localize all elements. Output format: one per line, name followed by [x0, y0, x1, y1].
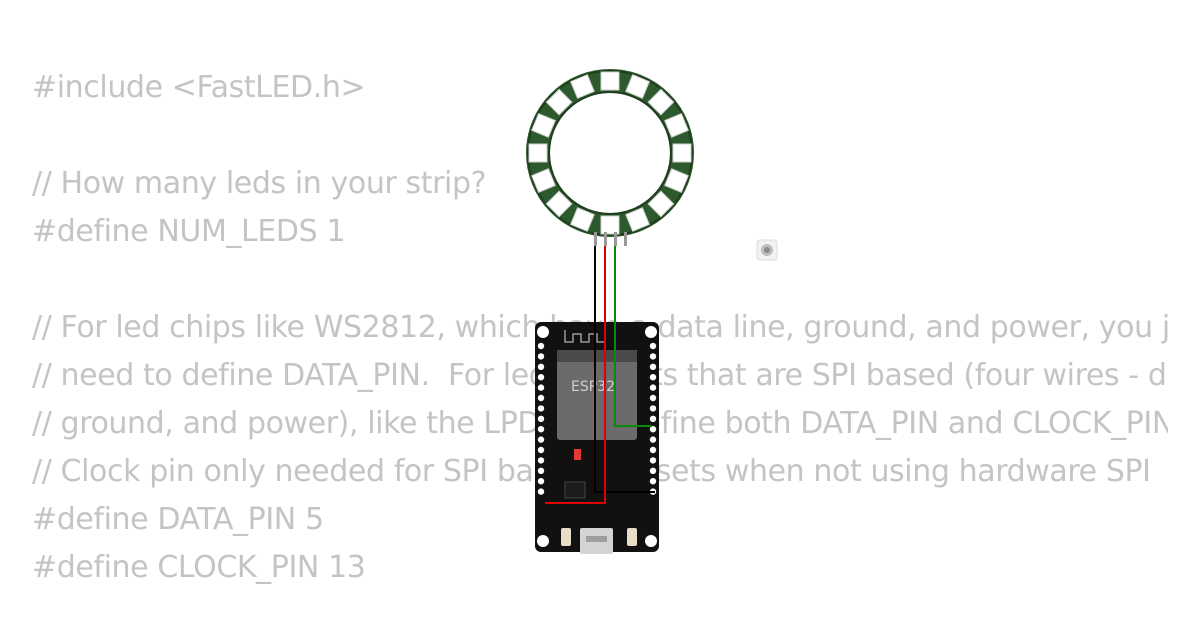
- code-line: // How many leds in your strip?: [32, 166, 487, 201]
- wire-vcc: [545, 246, 606, 504]
- header-pin[interactable]: [537, 457, 545, 464]
- header-pin[interactable]: [649, 436, 657, 443]
- header-pin[interactable]: [537, 394, 545, 402]
- code-line: #define CLOCK_PIN 13: [32, 550, 366, 585]
- ring-led: [570, 207, 595, 232]
- chip-label: ESP32: [571, 379, 615, 395]
- ring-led: [545, 190, 573, 218]
- ring-led: [528, 143, 548, 163]
- header-pin[interactable]: [649, 467, 657, 474]
- header-pin[interactable]: [537, 384, 545, 391]
- wire-gnd: [594, 246, 655, 493]
- ring-led: [545, 88, 573, 116]
- header-pin[interactable]: [649, 374, 657, 381]
- ring-led: [600, 71, 620, 91]
- pin-header-left: [537, 342, 545, 495]
- header-pin[interactable]: [537, 488, 545, 495]
- antenna-trace: [564, 330, 606, 343]
- header-pin[interactable]: [649, 405, 657, 412]
- header-pin[interactable]: [537, 363, 545, 370]
- ring-led: [664, 168, 689, 193]
- header-pin[interactable]: [537, 436, 545, 443]
- header-pin[interactable]: [537, 405, 545, 412]
- header-pin[interactable]: [649, 384, 657, 391]
- ring-pin: [614, 232, 617, 246]
- header-pin[interactable]: [537, 478, 545, 485]
- header-pin[interactable]: [649, 363, 657, 370]
- header-pin[interactable]: [537, 467, 545, 474]
- header-pin[interactable]: [537, 353, 545, 360]
- header-pin[interactable]: [537, 342, 545, 350]
- power-led: [574, 449, 581, 460]
- code-line: #define NUM_LEDS 1: [32, 214, 346, 249]
- ring-led: [664, 113, 689, 138]
- header-pin[interactable]: [649, 342, 657, 350]
- reset-button[interactable]: [627, 528, 637, 546]
- header-pin[interactable]: [537, 374, 545, 381]
- header-pin[interactable]: [649, 415, 657, 422]
- wire-data: [614, 246, 652, 427]
- boot-button[interactable]: [561, 528, 571, 546]
- ring-led: [625, 207, 650, 232]
- wires: [545, 246, 655, 504]
- header-pin[interactable]: [649, 353, 657, 360]
- ring-led: [647, 190, 675, 218]
- code-line: // For led chips like WS2812, which have…: [32, 310, 1168, 345]
- led-ring[interactable]: [526, 69, 694, 246]
- esp32-module: [557, 350, 637, 440]
- ring-led: [672, 143, 692, 163]
- ring-led: [531, 113, 556, 138]
- code-line: #define DATA_PIN 5: [32, 502, 324, 537]
- ring-pin: [624, 232, 627, 246]
- ws2812-led-icon[interactable]: [756, 239, 778, 261]
- header-pin[interactable]: [649, 426, 657, 433]
- header-pin[interactable]: [649, 457, 657, 464]
- header-pin[interactable]: [537, 415, 545, 422]
- header-pin[interactable]: [649, 394, 657, 402]
- ring-pin: [604, 232, 607, 246]
- ring-led: [647, 88, 675, 116]
- ring-led: [570, 74, 595, 99]
- pin-header-right: [649, 342, 657, 495]
- ring-led: [531, 168, 556, 193]
- code-line: #include <FastLED.h>: [32, 70, 366, 105]
- esp32-board[interactable]: ESP32: [535, 322, 659, 554]
- ring-led: [600, 215, 620, 235]
- ring-led: [625, 74, 650, 99]
- header-pin[interactable]: [649, 446, 657, 454]
- ring-pin: [594, 232, 597, 246]
- header-pin[interactable]: [649, 478, 657, 485]
- ring-leds: [528, 71, 692, 235]
- header-pin[interactable]: [537, 446, 545, 454]
- header-pin[interactable]: [537, 426, 545, 433]
